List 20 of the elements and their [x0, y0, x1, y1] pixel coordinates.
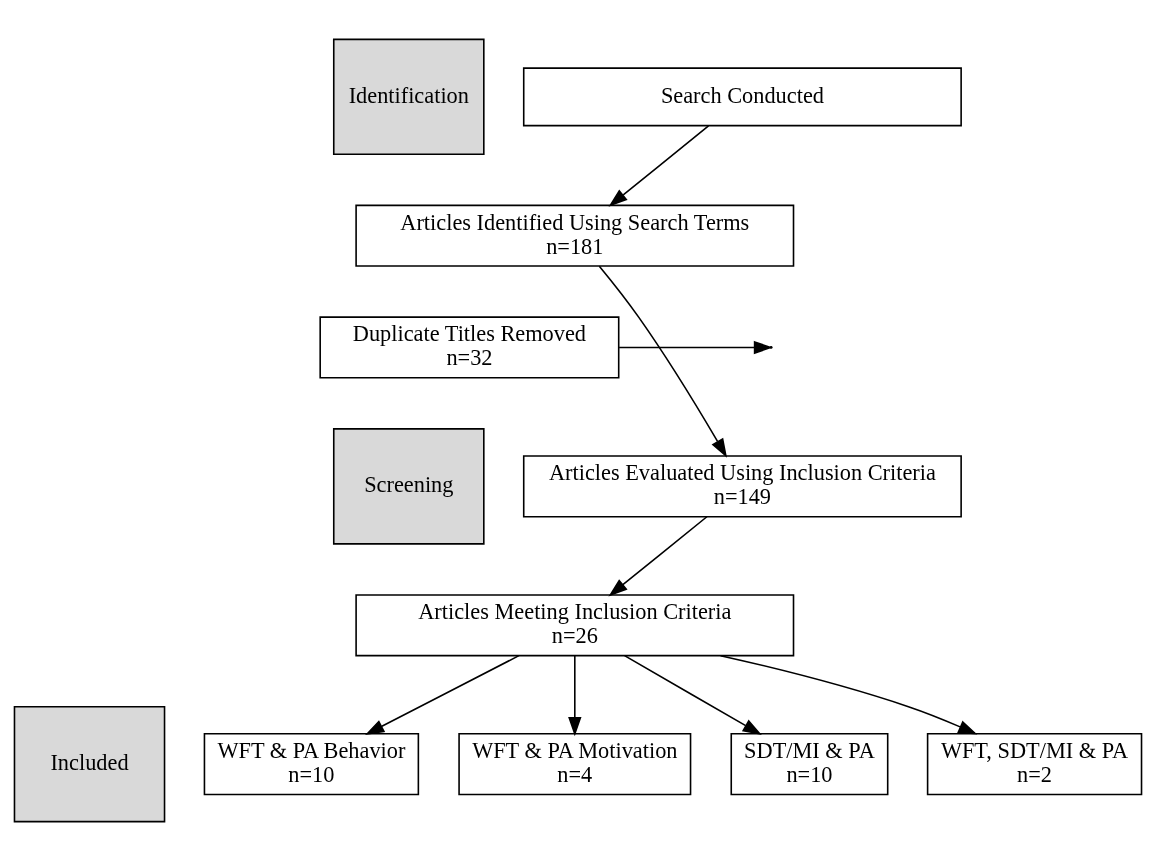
- arrow: [618, 340, 773, 355]
- node-box: Included: [13, 705, 166, 823]
- arrow: [608, 515, 708, 597]
- node-box: Identification: [332, 38, 485, 156]
- arrow: [365, 654, 520, 735]
- node-box: Screening: [332, 428, 485, 545]
- node-box: WFT & PA Behavior n=10: [203, 733, 420, 796]
- node-box: Duplicate Titles Removed n=32: [319, 316, 620, 379]
- node-box: Search Conducted: [522, 67, 962, 127]
- node-box: Articles Evaluated Using Inclusion Criteria n=149: [522, 455, 962, 518]
- arrow: [568, 654, 582, 737]
- node-box: Articles Meeting Inclusion Criteria n=26: [355, 594, 795, 657]
- arrow: [719, 654, 978, 735]
- node-box: Articles Identified Using Search Terms n=181: [355, 204, 795, 267]
- arrow: [623, 654, 762, 736]
- node-box: SDT/MI & PA n=10: [730, 733, 889, 796]
- node-box: WFT & PA Motivation n=4: [458, 733, 692, 796]
- arrow: [608, 125, 710, 207]
- arrow: [598, 265, 728, 458]
- node-box: WFT, SDT/MI & PA n=2: [926, 733, 1143, 796]
